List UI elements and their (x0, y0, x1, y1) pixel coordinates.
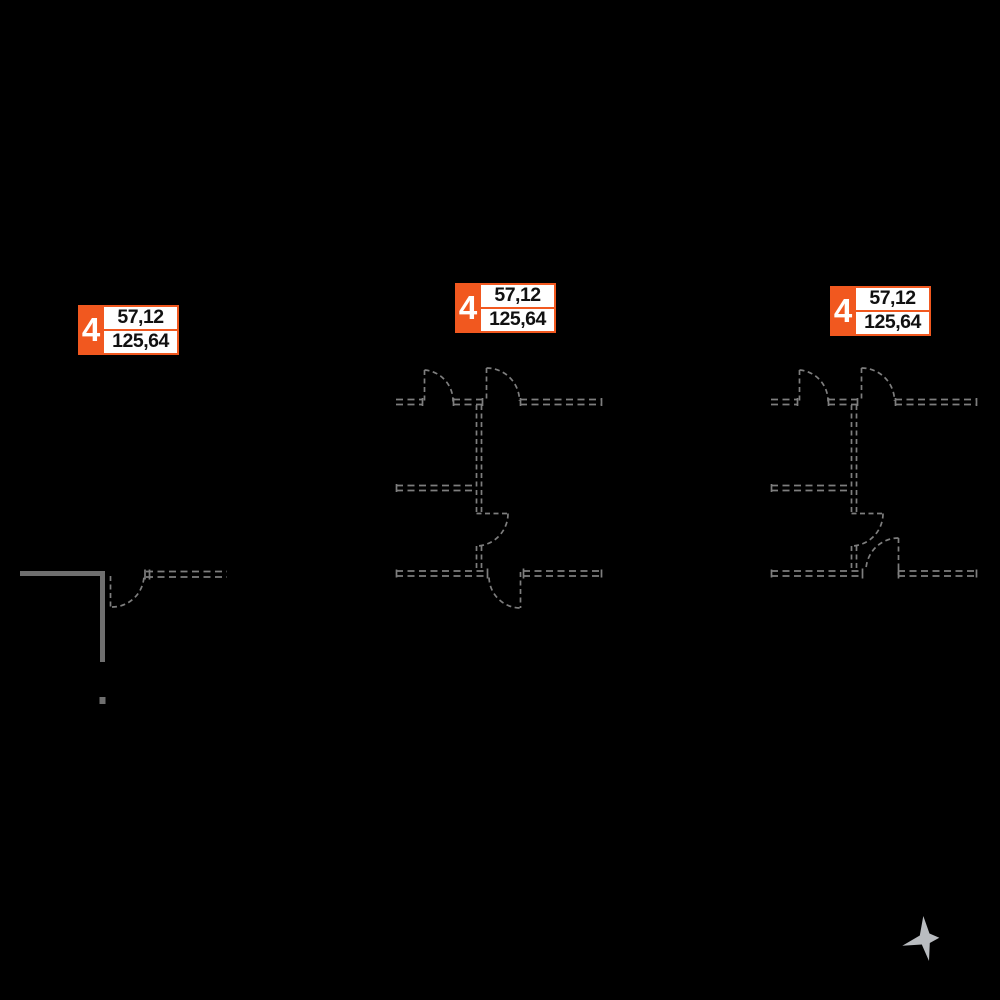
bottom-wall-left (396, 570, 488, 577)
top-wall-left (396, 398, 423, 406)
door-swing-arc (488, 577, 521, 609)
vertical-wall (475, 405, 483, 513)
unit-area-top: 57,12 (481, 285, 554, 307)
door-swing-arc (111, 574, 145, 608)
floorplan-fragment-middle (395, 367, 603, 609)
door-swing-arc (424, 369, 454, 402)
bottom-wall-left (771, 570, 863, 577)
unit-area-bottom: 125,64 (856, 312, 929, 334)
unit-area-bottom: 125,64 (104, 331, 177, 353)
unit-label-2[interactable]: 4 57,12 125,64 (455, 283, 556, 333)
floorplan-fragment-right (770, 367, 978, 579)
unit-number-badge: 4 (81, 310, 101, 348)
door-swing-arc (861, 367, 896, 402)
compass-icon (902, 916, 940, 961)
interior-wall (771, 484, 849, 492)
bottom-wall-right (523, 570, 602, 577)
top-wall-right (520, 398, 602, 406)
top-wall-mid (453, 398, 483, 406)
door-swing-arc (477, 513, 509, 547)
door-swing-arc (799, 369, 829, 402)
dashed-wall (146, 570, 227, 578)
unit-label-1[interactable]: 4 57,12 125,64 (78, 305, 179, 355)
vertical-wall-lower (850, 546, 858, 571)
unit-values: 57,12 125,64 (481, 285, 554, 331)
door-swing-arc (486, 367, 521, 402)
unit-number-badge: 4 (458, 288, 478, 326)
bottom-wall-right (898, 570, 977, 577)
unit-number-badge: 4 (833, 291, 853, 329)
door-swing-arc (865, 537, 899, 571)
unit-values: 57,12 125,64 (856, 288, 929, 334)
top-wall-mid (828, 398, 858, 406)
floorplan-fragment-left (20, 569, 227, 704)
unit-values: 57,12 125,64 (104, 307, 177, 353)
vertical-wall (850, 405, 858, 513)
top-wall-right (895, 398, 977, 406)
unit-area-bottom: 125,64 (481, 309, 554, 331)
wall-dash-dot (99, 697, 106, 704)
door-swing-arc (852, 513, 884, 547)
vertical-wall-lower (475, 546, 483, 571)
top-wall-left (771, 398, 798, 406)
unit-label-3[interactable]: 4 57,12 125,64 (830, 286, 931, 336)
unit-area-top: 57,12 (104, 307, 177, 329)
interior-wall (396, 484, 474, 492)
unit-area-top: 57,12 (856, 288, 929, 310)
